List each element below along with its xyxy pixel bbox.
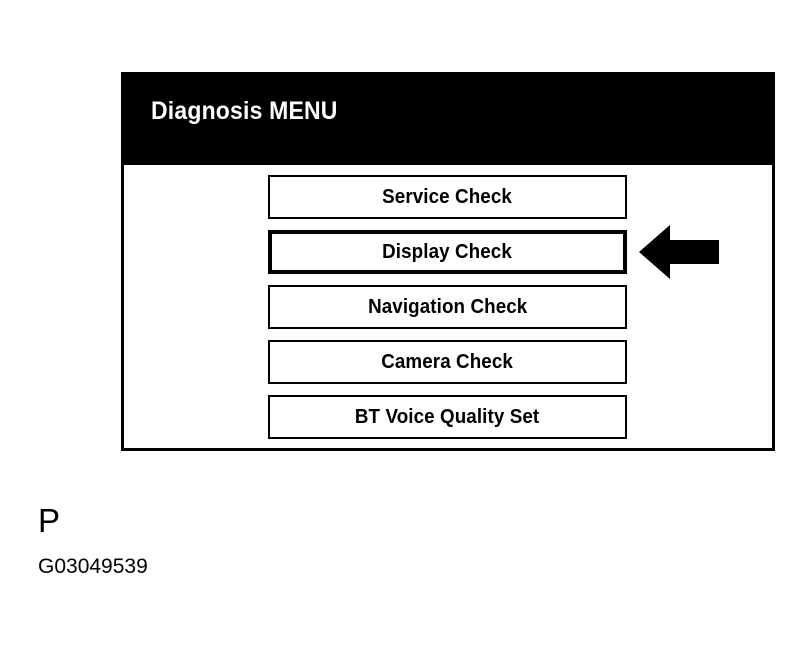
caption-block: P G03049539 — [38, 503, 438, 579]
menu-item-display-check[interactable]: Display Check — [268, 230, 627, 274]
menu-item-navigation-check[interactable]: Navigation Check — [268, 285, 627, 329]
figure-id: G03049539 — [38, 555, 148, 578]
menu-item-label: Display Check — [382, 240, 513, 263]
caption-letter: P — [38, 502, 61, 539]
menu-item-label: Service Check — [382, 185, 513, 208]
menu-item-label: Camera Check — [381, 350, 514, 373]
menu-item-service-check[interactable]: Service Check — [268, 175, 627, 219]
menu-item-camera-check[interactable]: Camera Check — [268, 340, 627, 384]
menu-item-label: Navigation Check — [367, 295, 528, 318]
screen-title: Diagnosis MENU — [151, 97, 338, 125]
menu-list: Service Check Display Check Navigation C… — [124, 165, 772, 448]
arrow-left-icon — [639, 225, 719, 279]
menu-item-label: BT Voice Quality Set — [355, 405, 540, 428]
screen-title-bar: Diagnosis MENU — [124, 75, 772, 165]
menu-item-bt-voice-quality-set[interactable]: BT Voice Quality Set — [268, 395, 627, 439]
